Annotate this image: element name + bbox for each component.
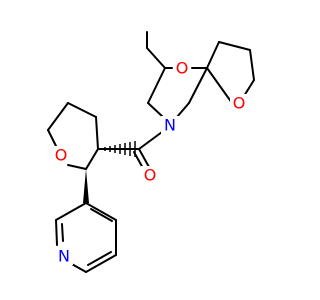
bond bbox=[47, 102, 69, 131]
wedge-bond bbox=[83, 169, 89, 203]
atom-n-amide: N bbox=[164, 116, 176, 135]
bond bbox=[147, 102, 164, 118]
atom-n-pyridine: N bbox=[58, 247, 70, 266]
bond bbox=[67, 102, 97, 118]
atom-o-ring6: O bbox=[176, 59, 189, 78]
atom-labels: O O N O O N bbox=[52, 59, 248, 266]
bond bbox=[176, 102, 190, 118]
label-background bbox=[173, 59, 191, 77]
bond bbox=[218, 41, 251, 51]
atom-o-thf-right: O bbox=[233, 94, 246, 113]
bond bbox=[47, 129, 57, 147]
bond bbox=[138, 131, 163, 150]
label-background bbox=[55, 247, 73, 265]
bond bbox=[95, 116, 99, 150]
label-background bbox=[141, 166, 159, 184]
bond bbox=[138, 148, 150, 168]
bond bbox=[67, 164, 87, 170]
label-background bbox=[161, 116, 179, 134]
bond bbox=[243, 79, 255, 97]
label-background bbox=[52, 146, 70, 164]
bond bbox=[146, 47, 166, 69]
bond bbox=[147, 67, 166, 104]
label-background bbox=[230, 94, 248, 112]
molecule-structure: O O N O O N bbox=[47, 31, 255, 273]
hashed-wedge-bond bbox=[99, 141, 136, 157]
bond bbox=[206, 41, 220, 69]
bond bbox=[249, 49, 255, 81]
bond bbox=[55, 219, 58, 246]
atom-o-thf-left: O bbox=[55, 146, 68, 165]
bond bbox=[85, 202, 117, 221]
bond bbox=[188, 67, 208, 104]
bond bbox=[85, 148, 99, 170]
atom-o-carbonyl: O bbox=[144, 166, 157, 185]
bond bbox=[85, 254, 117, 273]
bond bbox=[206, 67, 233, 104]
bonds bbox=[47, 41, 255, 273]
bond bbox=[55, 202, 87, 221]
bond bbox=[87, 251, 112, 266]
bond bbox=[90, 208, 113, 222]
bond bbox=[61, 223, 64, 242]
